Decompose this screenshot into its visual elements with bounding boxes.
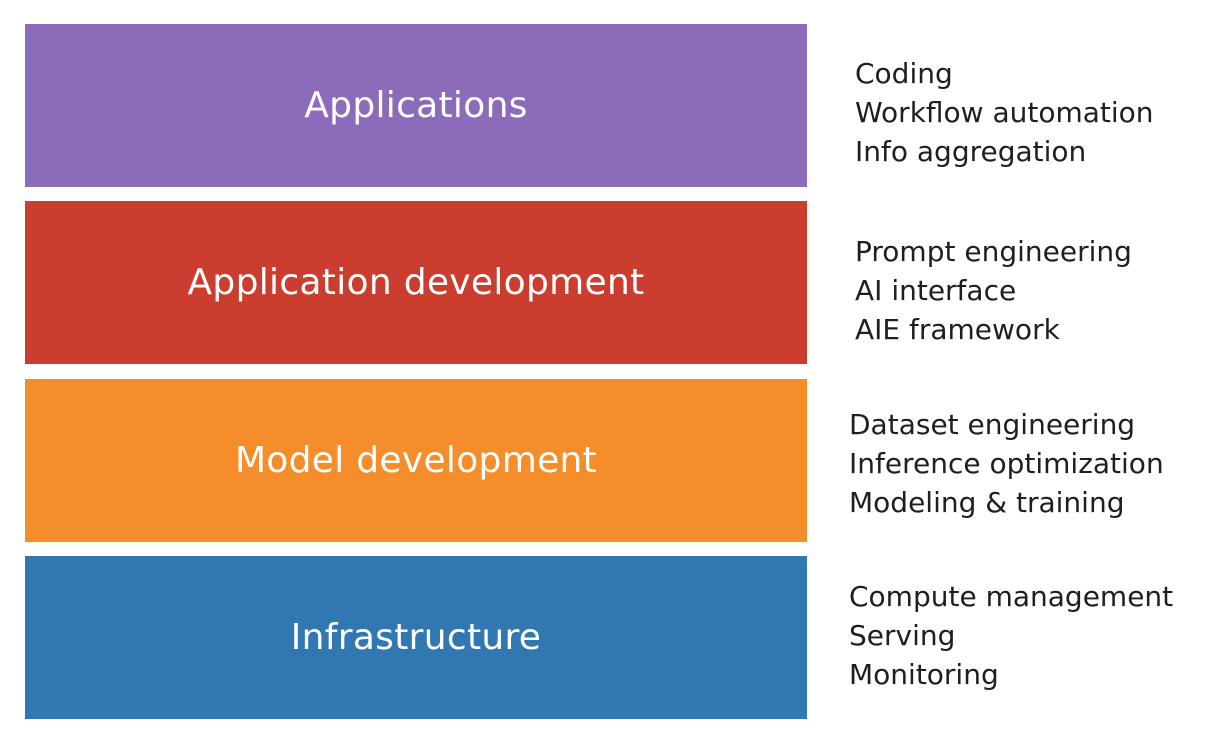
layer-infrastructure: Infrastructure xyxy=(25,556,807,719)
layer-model-development: Model development xyxy=(25,379,807,542)
layer-applications: Applications xyxy=(25,24,807,187)
layer-item: Serving xyxy=(849,619,956,652)
layer-item: Dataset engineering xyxy=(849,408,1136,441)
layer-item: Compute management xyxy=(849,580,1174,613)
layer-item: Monitoring xyxy=(849,658,999,691)
layer-application-development: Application development xyxy=(25,201,807,364)
layer-title: Application development xyxy=(187,262,645,303)
layer-title: Applications xyxy=(304,85,528,126)
layer-items-applications: Coding Workflow automation Info aggregat… xyxy=(855,54,1154,171)
layer-item: Coding xyxy=(855,57,953,90)
layer-title: Infrastructure xyxy=(290,617,542,658)
layer-item: Workflow automation xyxy=(855,96,1154,129)
layer-item: AI interface xyxy=(855,274,1017,307)
layer-items-application-development: Prompt engineering AI interface AIE fram… xyxy=(855,232,1132,349)
layer-item: Prompt engineering xyxy=(855,235,1132,268)
layer-item: Info aggregation xyxy=(855,135,1087,168)
layer-title: Model development xyxy=(234,440,598,481)
layer-items-infrastructure: Compute management Serving Monitoring xyxy=(849,577,1173,694)
layer-items-model-development: Dataset engineering Inference optimizati… xyxy=(849,405,1164,522)
layer-item: AIE framework xyxy=(855,313,1060,346)
layer-item: Modeling & training xyxy=(849,486,1125,519)
layer-item: Inference optimization xyxy=(849,447,1164,480)
